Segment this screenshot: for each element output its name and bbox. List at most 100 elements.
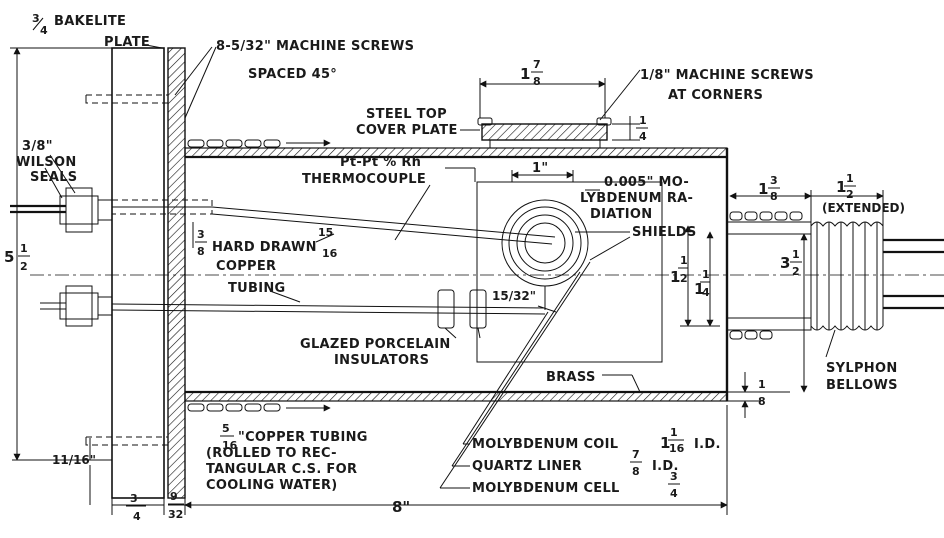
left-dim-den: 2: [20, 260, 28, 273]
bellows-len-whole: 1: [758, 180, 768, 198]
left-dim-whole: 5: [4, 248, 14, 266]
bellows-dia-den: 2: [792, 265, 800, 278]
wall-num: 1: [758, 378, 766, 391]
copper-tubing-label-4: COOLING WATER): [206, 478, 338, 493]
machine-screws-label: 8-5/32" MACHINE SCREWS: [216, 39, 414, 54]
plate-thk-den: 4: [133, 510, 141, 523]
gap-den: 32: [168, 508, 183, 521]
inner1-num: 1: [680, 254, 688, 267]
outlet-tubes: [883, 238, 944, 310]
top-width-num: 7: [533, 58, 541, 71]
wilson-seal-upper: [10, 187, 113, 233]
tube-b-num: 15: [318, 226, 333, 239]
ext-whole: 1: [836, 178, 846, 196]
bellows-len-den: 8: [770, 190, 778, 203]
tubing-label: TUBING: [228, 281, 286, 296]
brass-label: BRASS: [546, 370, 596, 385]
top-width-whole: 1: [520, 65, 530, 83]
thermocouple-label-1: Pt-Pt % Rh: [340, 155, 421, 170]
labels: 3 4 BAKELITE PLATE 8-5/32" MACHINE SCREW…: [16, 12, 905, 496]
dimension-lines: [10, 47, 884, 515]
wilson-label: WILSON: [16, 155, 77, 170]
moly-cell-label: MOLYBDENUM CELL: [472, 481, 620, 496]
copper-tubing-label-1: "COPPER TUBING: [238, 430, 368, 445]
shields-label-3: DIATION: [590, 207, 652, 222]
porcelain-insulators: [437, 289, 487, 329]
porcelain-label-1: GLAZED PORCELAIN: [300, 337, 451, 352]
bakelite-fraction-num: 3: [32, 12, 40, 25]
screw-spacing-label: SPACED 45°: [248, 67, 337, 82]
seals-size-label: 3/8": [22, 139, 53, 154]
copper-tubing-label-2: (ROLLED TO REC-: [206, 446, 337, 461]
quartz-num: 7: [632, 448, 640, 461]
top-thk-den: 4: [639, 130, 647, 143]
coil-num: 1: [670, 426, 678, 439]
seals-label: SEALS: [30, 170, 77, 185]
inner2-num: 1: [702, 268, 710, 281]
molybdenum-cell: [476, 181, 663, 363]
coil-den: 16: [669, 442, 685, 455]
bellows-len-num: 3: [770, 174, 778, 187]
moly-coil-label: MOLYBDENUM COIL: [472, 437, 618, 452]
bellows-label: BELLOWS: [826, 378, 898, 393]
bellows-dia-num: 1: [792, 248, 800, 261]
tube-b-den: 16: [322, 247, 338, 260]
copper-cooling-tubes-bottom: [187, 403, 331, 412]
copper-num: 5: [222, 422, 230, 435]
sylphon-bellows: [810, 221, 884, 331]
steel-top-label-2: COVER PLATE: [356, 123, 458, 138]
corner-screws-label-1: 1/8" MACHINE SCREWS: [640, 68, 814, 83]
moly-coil-id-label: I.D.: [694, 437, 721, 452]
extended-label: (EXTENDED): [822, 201, 905, 215]
porcelain-label-2: INSULATORS: [334, 353, 429, 368]
thermocouple-label-2: THERMOCOUPLE: [302, 172, 426, 187]
neck-cooling-tubes: [729, 211, 803, 340]
coil-whole: 1: [660, 434, 670, 452]
plate-screw-bottom: [85, 436, 169, 446]
top-thk-num: 1: [639, 114, 647, 127]
corner-screws-label-2: AT CORNERS: [668, 88, 763, 103]
inner2-whole: 1: [694, 280, 704, 298]
ext-den: 2: [846, 188, 854, 201]
bakelite-plate: [111, 47, 165, 499]
bakelite-label: BAKELITE: [54, 14, 126, 29]
cell-num: 3: [670, 470, 678, 483]
brass-box: [184, 147, 729, 402]
plate-thk-num: 3: [130, 492, 138, 505]
wilson-seal-lower: [40, 285, 113, 327]
steel-top-cover-plate: [477, 117, 612, 148]
tube-den: 8: [197, 245, 205, 258]
copper-den: 16: [222, 439, 238, 452]
steel-top-label-1: STEEL TOP: [366, 107, 447, 122]
plate-label: PLATE: [104, 35, 150, 50]
quartz-id-label: I.D.: [652, 459, 679, 474]
bellows-neck: [726, 221, 812, 331]
copper-tubing-label-3: TANGULAR C.S. FOR: [206, 462, 357, 477]
bellows-dia-whole: 3: [780, 254, 790, 272]
top-width-den: 8: [533, 75, 541, 88]
shields-label-1: 0.005" MO-: [604, 175, 689, 190]
inner1-whole: 1: [670, 268, 680, 286]
ext-num: 1: [846, 172, 854, 185]
hard-drawn-label: HARD DRAWN: [212, 240, 317, 255]
copper-lead-tube: [111, 303, 546, 315]
length-dim: 8": [392, 498, 410, 516]
gap-num: 9: [170, 490, 178, 503]
inner1-den: 2: [680, 272, 688, 285]
quartz-den: 8: [632, 465, 640, 478]
copper-label: COPPER: [216, 259, 276, 274]
copper-cooling-tubes-top: [187, 139, 331, 148]
thermocouple-tube: [111, 199, 556, 245]
leader-lines: [44, 44, 836, 489]
shields-label-4: SHIELDS: [632, 225, 697, 240]
dimension-text: 1 7 8 1 4 1" 5 1 2 3 8 15 16 15/32" 1 1 …: [4, 58, 856, 523]
bottom-offset-dim: 11/16": [52, 453, 96, 467]
inner2-den: 4: [702, 286, 710, 299]
sylphon-label: SYLPHON: [826, 361, 898, 376]
offset-dim: 15/32": [492, 289, 536, 303]
wall-den: 8: [758, 395, 766, 408]
tube-num: 3: [197, 228, 205, 241]
shields-label-2: LYBDENUM RA-: [580, 191, 693, 206]
